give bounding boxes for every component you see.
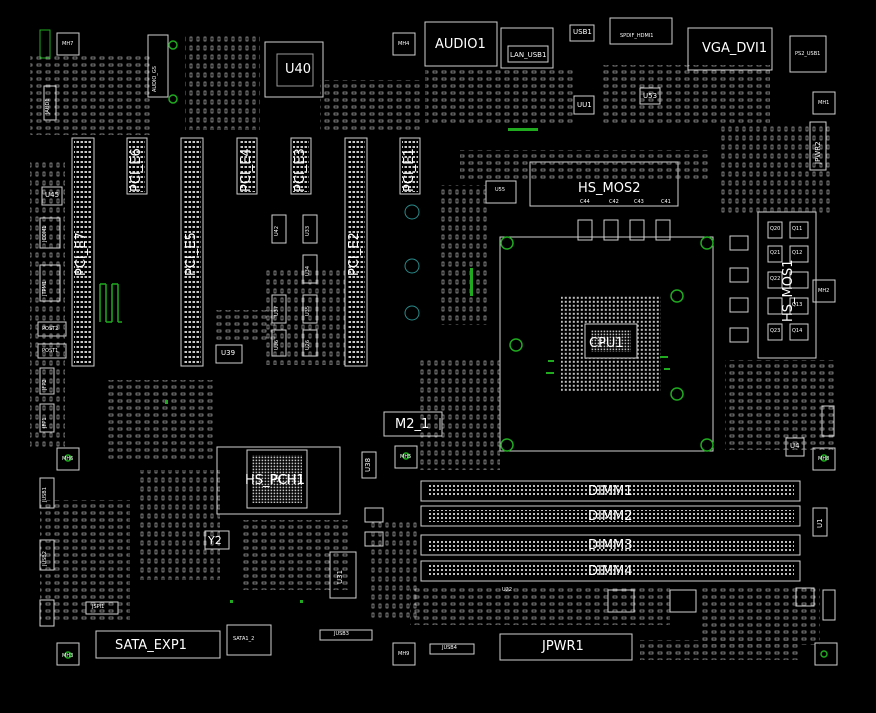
- label-usb-connector: USB1: [573, 28, 592, 36]
- label-q11: Q11: [792, 226, 803, 232]
- label-u36-chip: U36: [274, 339, 280, 350]
- label-u42-chip: U42: [274, 225, 280, 236]
- label-hs-mos1-heatsink: HS_MOS1: [781, 259, 796, 323]
- label-q12: Q12: [792, 250, 803, 256]
- label-pci-e7-slot: PCI_E7: [74, 232, 89, 276]
- label-u37-chip: U37: [274, 305, 280, 316]
- label-cpu-socket: CPU1: [589, 336, 624, 351]
- label-u34-chip: U34: [305, 265, 311, 276]
- label-pci-e2-slot: PCI_E2: [347, 232, 362, 276]
- label-jfp2-connector: JFP2: [42, 379, 48, 390]
- label-y2-crystal: Y2: [208, 534, 222, 547]
- label-m2-slot: M2_1: [395, 417, 430, 432]
- label-pci-e1-slot: PCI_E1: [402, 148, 417, 192]
- label-uu1-chip: UU1: [577, 101, 592, 109]
- label-u1-chip: U1: [816, 518, 824, 528]
- label-u53-chip: U53: [643, 92, 658, 100]
- label-c42: C42: [609, 199, 619, 205]
- label-c41: C41: [661, 199, 671, 205]
- label-q21: Q21: [770, 250, 781, 256]
- label-mh5: MH5: [400, 454, 412, 460]
- label-sata-exp-connector: SATA_EXP1: [115, 638, 187, 653]
- label-mh3: MH3: [62, 653, 74, 659]
- label-ps2-usb-connector: PS2_USB1: [795, 51, 821, 57]
- label-audio-connector: AUDIO1: [435, 37, 486, 52]
- label-u55-chip: U55: [495, 187, 506, 193]
- label-jspi1-connector: JSPI1: [92, 604, 105, 610]
- label-q22: Q22: [770, 276, 781, 282]
- label-u39-chip: U39: [221, 349, 236, 357]
- label-post1: POST1: [42, 348, 59, 354]
- label-mh4: MH4: [398, 41, 410, 47]
- label-jusb4-connector: JUSB4: [442, 645, 457, 651]
- label-u35-chip: U35: [305, 305, 311, 316]
- label-q20: Q20: [770, 226, 781, 232]
- label-mh7: MH7: [62, 41, 74, 47]
- label-u40-chip: U40: [285, 62, 312, 77]
- label-mh1: MH1: [818, 100, 830, 106]
- label-u31-chip: U31: [336, 569, 344, 584]
- label-q23: Q23: [770, 328, 781, 334]
- label-hs-pch-heatsink: HS_PCH1: [245, 473, 305, 488]
- label-jusb2-connector: JUSB2: [42, 551, 48, 566]
- label-jcom1-connector: JCOM1: [42, 225, 48, 242]
- label-jaud1-connector: JAUD1: [45, 98, 51, 115]
- label-jusb3-connector: JUSB3: [334, 631, 349, 637]
- label-u38-chip: U38: [364, 457, 372, 472]
- label-pci-e5-slot: PCI_E5: [184, 232, 199, 276]
- label-u26-chip: U26: [305, 339, 311, 350]
- label-q13: Q13: [792, 302, 803, 308]
- label-pci-e4-slot: PCI_E4: [239, 148, 254, 192]
- label-vga-dvi-connector: VGA_DVI1: [702, 41, 768, 56]
- label-pci-e6-slot: PCI_E6: [129, 148, 144, 192]
- label-hs-mos2-heatsink: HS_MOS2: [578, 181, 641, 196]
- label-pci-e3-slot: PCI_E3: [293, 148, 308, 192]
- label-jpwr2-connector: JPWR2: [814, 141, 822, 164]
- label-jpwr1-connector: JPWR1: [542, 639, 584, 654]
- label-u22-chip: U22: [502, 587, 513, 593]
- label-q14: Q14: [792, 328, 803, 334]
- label-pch-chip: PCH1: [270, 473, 305, 488]
- label-dimm2-slot: DIMM2: [588, 509, 633, 524]
- label-audio-gs: AUDIO_GS: [152, 66, 158, 92]
- label-dimm4-slot: DIMM4: [588, 564, 633, 579]
- label-u45-chip: U45: [45, 191, 60, 199]
- label-u4-chip: U4: [790, 442, 800, 450]
- label-jfp1-connector: JFP1: [42, 417, 48, 428]
- label-mh6: MH6: [62, 456, 74, 462]
- label-c43: C43: [634, 199, 644, 205]
- label-sata-2-connector: SATA1_2: [233, 636, 255, 642]
- label-jtpm1-connector: JTPM1: [42, 280, 48, 296]
- label-post2: POST2: [42, 326, 59, 332]
- label-dimm3-slot: DIMM3: [588, 538, 633, 553]
- label-dimm1-slot: DIMM1: [588, 484, 633, 499]
- label-jusb1-connector: JUSB1: [42, 487, 48, 502]
- label-mh9: MH9: [398, 651, 410, 657]
- label-mh8: MH8: [818, 456, 830, 462]
- label-mh2: MH2: [818, 288, 830, 294]
- label-u33-chip: U33: [305, 225, 311, 236]
- label-c44: C44: [580, 199, 590, 205]
- label-spdif-hdmi-connector: SPDIF_HDMI1: [620, 33, 654, 39]
- label-lan-usb-connector: LAN_USB1: [510, 51, 547, 59]
